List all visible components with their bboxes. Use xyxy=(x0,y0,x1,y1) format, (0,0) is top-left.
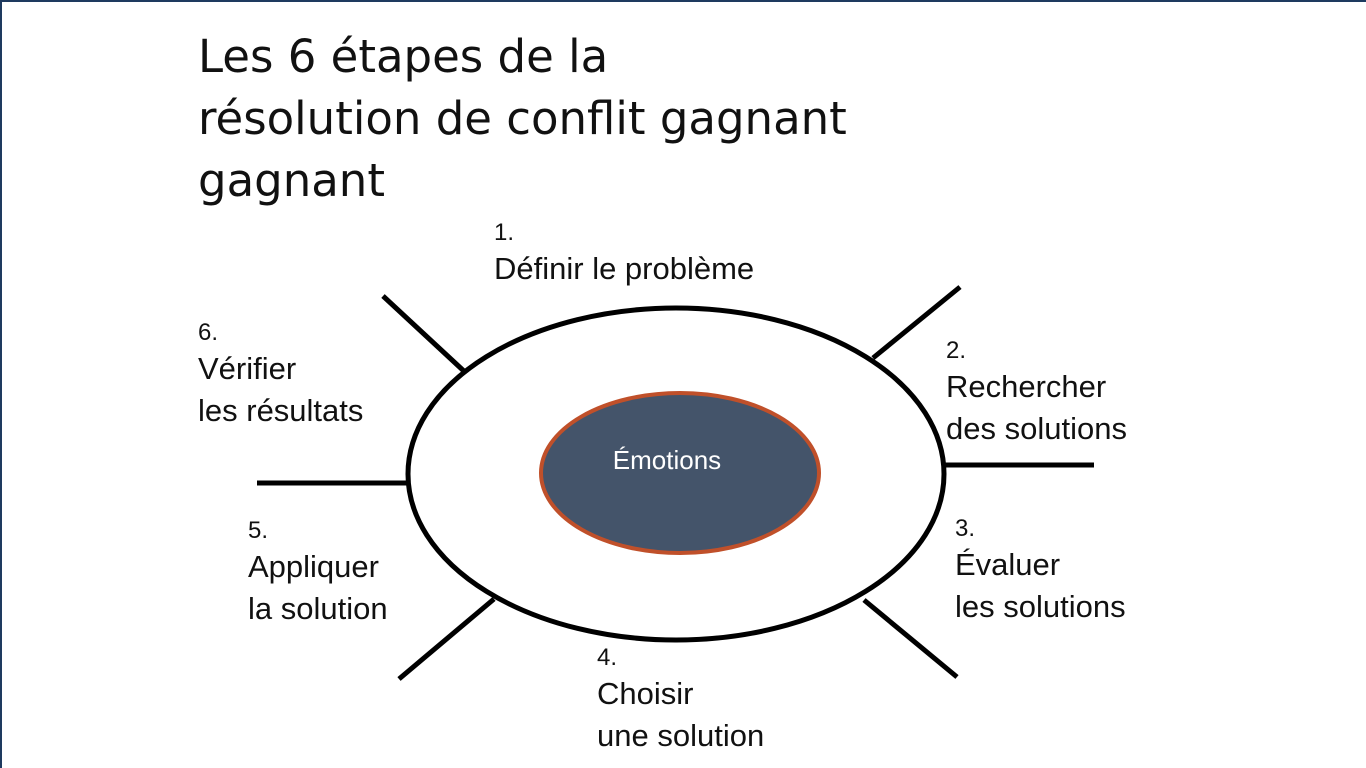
step-1-label: Définir le problème xyxy=(494,251,755,286)
step-3: 3. Évaluer les solutions xyxy=(955,514,1126,628)
step-6-label: Vérifier les résultats xyxy=(198,351,364,428)
slide-title: Les 6 étapes de la résolution de conflit… xyxy=(198,30,847,207)
step-6: 6. Vérifier les résultats xyxy=(198,318,363,432)
step-5-number: 5. xyxy=(248,517,269,544)
step-4-number: 4. xyxy=(597,644,618,671)
step-4: 4. Choisir une solution xyxy=(597,643,764,757)
spoke-4 xyxy=(862,598,959,679)
step-1: 1. Définir le problème xyxy=(494,218,754,290)
step-5: 5. Appliquer la solution xyxy=(248,516,388,630)
step-3-number: 3. xyxy=(955,515,976,542)
step-2-number: 2. xyxy=(946,337,967,364)
emotions-label: Émotions xyxy=(612,445,722,475)
step-6-number: 6. xyxy=(198,319,219,346)
spoke-5 xyxy=(397,597,496,681)
emotions-ellipse xyxy=(539,391,821,555)
step-1-number: 1. xyxy=(494,219,515,246)
step-3-label: Évaluer les solutions xyxy=(955,547,1126,624)
step-2: 2. Rechercher des solutions xyxy=(946,336,1127,450)
step-4-label: Choisir une solution xyxy=(597,676,765,753)
spoke-2 xyxy=(871,285,962,360)
step-5-label: Appliquer la solution xyxy=(248,549,388,626)
spoke-1 xyxy=(381,294,468,375)
step-2-label: Rechercher des solutions xyxy=(946,369,1127,446)
